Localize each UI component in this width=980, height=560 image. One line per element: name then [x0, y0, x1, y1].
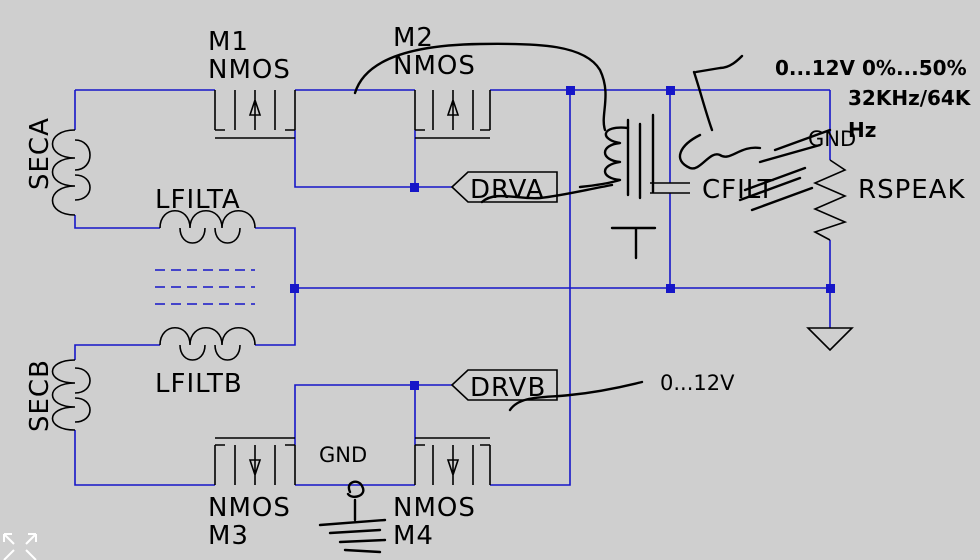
wires: [74, 89, 831, 486]
gnd-bottom-label: GND: [319, 443, 367, 467]
seca-lfilta-wire: [74, 90, 296, 290]
mosfet-m2-symbol: [414, 90, 491, 139]
lfiltb-label: LFILTB: [155, 369, 243, 399]
rspeak-label: RSPEAK: [858, 175, 966, 205]
m2-type: NMOS: [393, 51, 476, 81]
junction-node: [410, 381, 419, 390]
secb-label: SECB: [25, 359, 55, 432]
m3-m4-drain-wire: [294, 384, 416, 445]
gnd-speaker-label: GND: [808, 127, 856, 151]
lfiltb-coil: [159, 327, 256, 361]
junction-node: [290, 284, 299, 293]
junction-node: [666, 284, 675, 293]
m4-designator: M4: [393, 521, 434, 551]
ink-scribbles: [318, 42, 832, 554]
supply-annotation-line2: 32KHz/64K: [848, 86, 972, 110]
ink-scratch-cfilt: [738, 128, 832, 212]
mosfet-m1-symbol: [214, 90, 296, 139]
drva-block: [450, 171, 558, 203]
junction-node: [826, 284, 835, 293]
cfilt-capacitor: [650, 182, 690, 194]
m1-type: NMOS: [208, 55, 291, 85]
labels: M1 NMOS M2 NMOS NMOS M3 NMOS M4 SECA SEC…: [25, 23, 972, 551]
m3-type: NMOS: [208, 493, 291, 523]
ink-squiggle-top: [692, 54, 744, 132]
supply-annotation-line3: Hz: [848, 118, 876, 142]
ink-coil: [578, 126, 630, 189]
ink-ground-scribble: [318, 480, 387, 554]
ink-core-lines: [626, 113, 655, 200]
secb-coil: [51, 359, 91, 431]
m3-designator: M3: [208, 521, 249, 551]
drvb-block: [450, 369, 558, 401]
lfilta-coil: [159, 210, 256, 244]
m2-designator: M2: [393, 23, 434, 53]
expand-icon[interactable]: [3, 533, 37, 560]
junction-node: [410, 183, 419, 192]
lfilta-label: LFILTA: [155, 185, 241, 215]
ink-t-mark: [610, 226, 657, 260]
drvb-label: DRVB: [470, 373, 546, 403]
junction-node: [666, 86, 675, 95]
right-rail-wire: [490, 90, 571, 486]
ink-drvb-swirl: [508, 380, 644, 412]
ink-arc: [353, 42, 607, 132]
ink-drva-swirl: [480, 183, 614, 204]
middle-node-wire: [255, 287, 830, 346]
secb-lfiltb-wire: [74, 344, 215, 486]
drvb-supply-annotation: 0...12V: [660, 371, 735, 395]
junction-nodes: [290, 86, 835, 390]
cfilt-label: CFILT: [702, 175, 775, 205]
coupling-dashes: [155, 269, 255, 305]
m4-type: NMOS: [393, 493, 476, 523]
m1-source-wire: [294, 130, 415, 188]
junction-node: [566, 86, 575, 95]
supply-annotation-line1: 0...12V 0%...50%: [775, 56, 967, 80]
ground-symbol: [806, 327, 854, 352]
mosfet-m3-symbol: [214, 437, 296, 485]
seca-label: SECA: [25, 117, 55, 190]
drva-label: DRVA: [470, 175, 545, 205]
seca-coil: [51, 129, 91, 216]
rspeak-resistor: [812, 159, 848, 241]
ink-squiggle-mid: [678, 133, 762, 170]
mosfet-m4-symbol: [414, 437, 491, 485]
m1-designator: M1: [208, 27, 249, 57]
